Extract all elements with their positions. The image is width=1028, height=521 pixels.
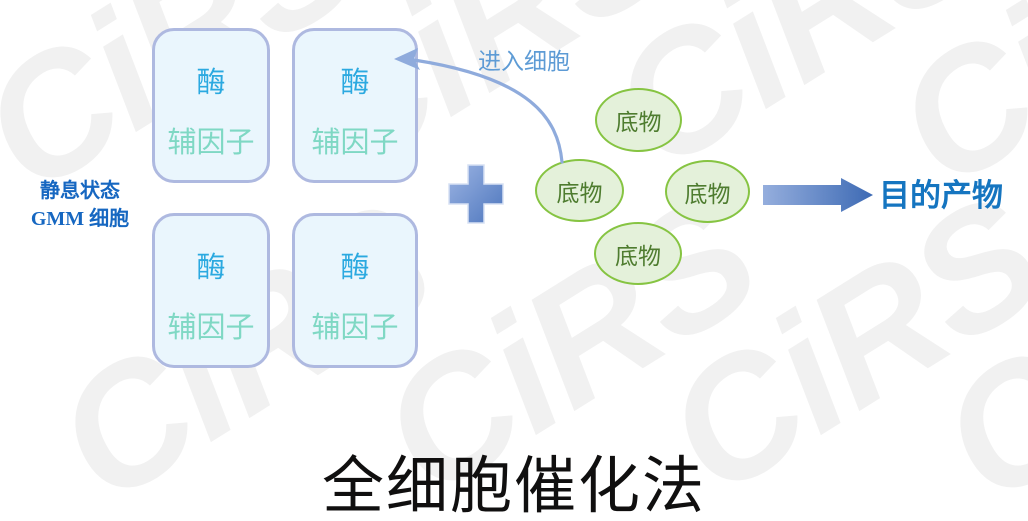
resting-state-line-2: GMM 细胞 (6, 206, 154, 234)
arrow-right-icon (763, 178, 873, 214)
cell-box: 酶 辅因子 (292, 28, 418, 183)
substrate-label: 底物 (556, 179, 603, 206)
substrate-circle: 底物 (594, 222, 682, 285)
resting-state-label: 静息状态 GMM 细胞 (6, 178, 154, 233)
enzyme-label: 酶 (196, 67, 226, 99)
cell-box: 酶 辅因子 (292, 213, 418, 368)
substrate-label: 底物 (684, 180, 731, 207)
cofactor-label: 辅因子 (167, 312, 255, 344)
cell-box: 酶 辅因子 (152, 28, 270, 183)
substrate-circle: 底物 (665, 160, 750, 223)
resting-state-line-1: 静息状态 (40, 180, 120, 202)
substrate-label: 底物 (615, 109, 662, 135)
enter-cell-label: 进入细胞 (478, 48, 570, 74)
curved-arrow-left-icon (380, 40, 590, 170)
substrate-circle: 底物 (535, 159, 624, 222)
cell-text: 细胞 (89, 207, 130, 230)
product-label: 目的产物 (879, 178, 1003, 213)
substrate-label: 底物 (615, 242, 661, 269)
plus-icon-svg (448, 164, 504, 224)
page-title: 全细胞催化法 (321, 453, 706, 521)
cofactor-label: 辅因子 (167, 127, 255, 159)
plus-icon (447, 163, 505, 225)
curved-arrow-svg (394, 48, 564, 164)
cell-box: 酶 辅因子 (152, 213, 270, 368)
enzyme-label: 酶 (340, 67, 370, 99)
cofactor-label: 辅因子 (311, 312, 399, 344)
substrate-circle: 底物 (595, 88, 682, 152)
cofactor-label: 辅因子 (311, 127, 399, 159)
enzyme-label: 酶 (196, 252, 226, 284)
gmm-text: GMM (30, 207, 85, 230)
product-arrow-svg (763, 178, 873, 212)
enzyme-label: 酶 (340, 252, 370, 284)
